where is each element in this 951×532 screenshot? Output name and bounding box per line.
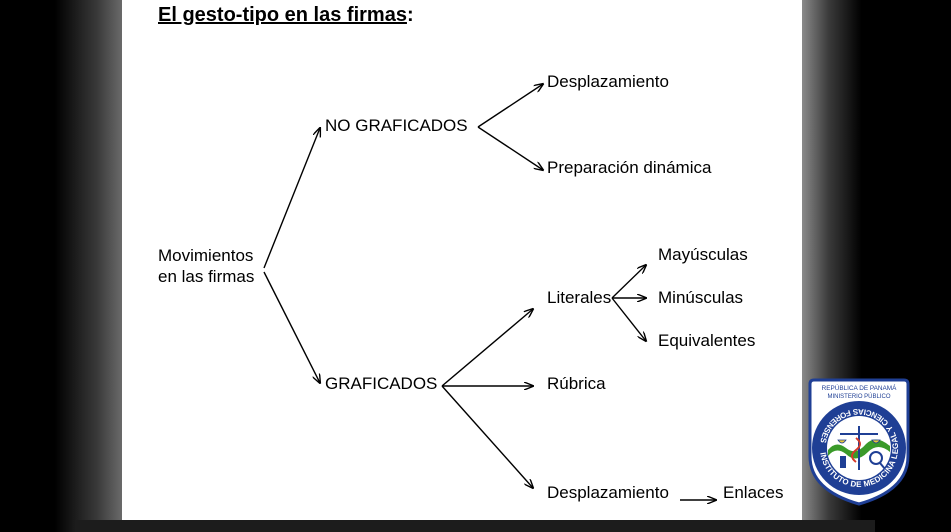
node-minusculas: Minúsculas <box>658 288 744 307</box>
arrow-root-to-graficados <box>263 271 320 383</box>
node-literales: Literales <box>547 288 612 307</box>
node-equivalentes: Equivalentes <box>658 331 756 350</box>
node-preparacion-dinamica: Preparación dinámica <box>547 158 712 177</box>
arrow-no-graficados-to-desplazamiento <box>477 84 543 128</box>
node-root-line2: en las firmas <box>158 267 255 286</box>
slide-canvas <box>122 0 802 520</box>
left-backdrop <box>0 0 122 532</box>
node-desplazamiento-bottom: Desplazamiento <box>547 483 669 502</box>
arrow-graficados-to-desplazamiento <box>441 385 533 488</box>
seal-isthmus-map <box>828 439 890 459</box>
seal-top-line1: REPÚBLICA DE PANAMÁ <box>822 383 898 392</box>
institute-seal-logo: REPÚBLICA DE PANAMÁ MINISTERIO PÚBLICO I… <box>808 378 910 506</box>
node-graficados: GRAFICADOS <box>325 374 438 393</box>
bottom-bar <box>75 520 875 532</box>
arrow-literales-to-mayusculas <box>611 265 646 299</box>
slide-title-colon: : <box>406 4 414 26</box>
node-root-line1: Movimientos <box>158 246 254 265</box>
seal-caduceus-snake <box>851 437 861 463</box>
node-rubrica: Rúbrica <box>547 374 606 393</box>
node-no-graficados: NO GRAFICADOS <box>325 116 468 135</box>
seal-microscope-icon <box>840 456 846 468</box>
arrow-root-to-no-graficados <box>263 128 320 269</box>
seal-magnifier-icon <box>869 451 883 465</box>
seal-scale-right-pan <box>871 439 881 444</box>
arrow-literales-to-equivalentes <box>611 297 646 341</box>
node-enlaces: Enlaces <box>723 483 784 502</box>
node-desplazamiento-top: Desplazamiento <box>547 72 669 91</box>
slide-title: El gesto-tipo en las firmas: <box>158 4 414 27</box>
arrow-graficados-to-literales <box>441 309 533 387</box>
seal-scale-left-pan <box>837 439 847 444</box>
node-mayusculas: Mayúsculas <box>658 245 748 264</box>
arrow-no-graficados-to-preparacion <box>477 126 543 170</box>
slide-title-text: El gesto-tipo en las firmas <box>158 4 407 26</box>
seal-top-line2: MINISTERIO PÚBLICO <box>827 393 890 400</box>
